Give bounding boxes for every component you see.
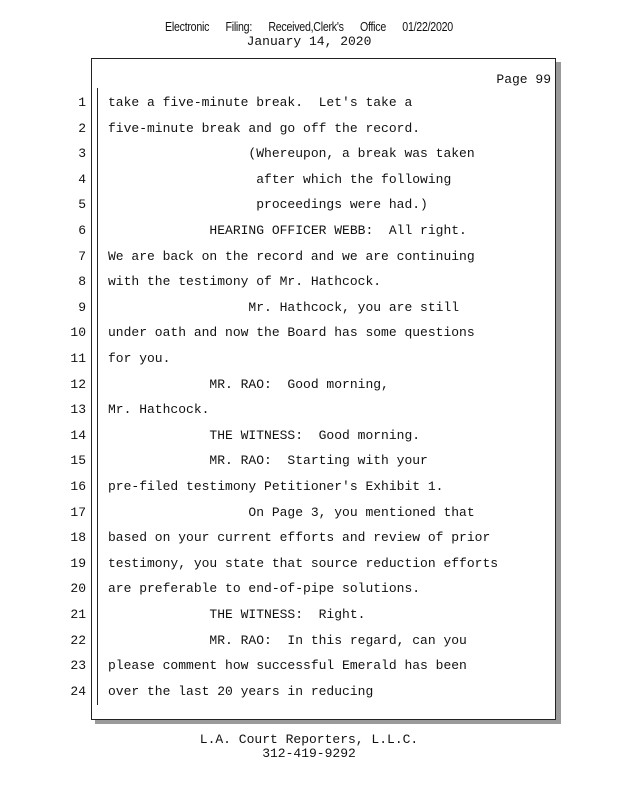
- transcript-line: are preferable to end-of-pipe solutions.: [108, 581, 421, 597]
- filing-stamp: Electronic Filing: Received,Clerk's Offi…: [46, 20, 571, 34]
- transcript-line: THE WITNESS: Right.: [108, 607, 366, 622]
- line-number: 6: [78, 223, 86, 238]
- hearing-date: January 14, 2020: [246, 34, 372, 49]
- transcript-page: Page 99: [91, 58, 556, 720]
- line-number: 21: [70, 607, 86, 622]
- line-number: 22: [70, 632, 86, 648]
- line-number: 5: [78, 197, 86, 213]
- line-number: 16: [70, 479, 86, 494]
- line-number: 2: [78, 120, 86, 136]
- filing-word: Electronic: [165, 20, 210, 34]
- line-number: 12: [70, 376, 86, 392]
- transcript-line: proceedings were had.): [108, 197, 428, 213]
- transcript-line: pre-filed testimony Petitioner's Exhibit…: [108, 479, 444, 494]
- reporter-company: L.A. Court Reporters, L.L.C.: [199, 732, 419, 747]
- transcript-line: Mr. Hathcock, you are still: [108, 299, 460, 315]
- filing-word: Office: [359, 20, 386, 34]
- transcript-line: MR. RAO: Starting with your: [108, 453, 428, 469]
- line-number: 24: [70, 683, 86, 699]
- line-number: 17: [70, 504, 86, 520]
- line-number: 9: [78, 299, 86, 315]
- transcript-line: after which the following: [108, 171, 452, 187]
- line-number: 15: [70, 453, 86, 469]
- transcript-line: under oath and now the Board has some qu…: [108, 325, 475, 341]
- transcript-line: over the last 20 years in reducing: [108, 683, 374, 699]
- transcript-line: for you.: [108, 351, 171, 366]
- line-number: 23: [70, 658, 86, 674]
- page-number: Page 99: [496, 72, 551, 87]
- line-number: 7: [78, 248, 86, 264]
- transcript-line: based on your current efforts and review…: [108, 530, 491, 546]
- line-number: 20: [70, 581, 86, 597]
- line-number: 14: [70, 427, 86, 443]
- transcript-line: (Whereupon, a break was taken: [108, 146, 475, 162]
- transcript-line: MR. RAO: Good morning,: [108, 376, 389, 392]
- transcript-line: please comment how successful Emerald ha…: [108, 658, 467, 674]
- line-number: 10: [70, 325, 86, 341]
- line-number: 18: [70, 530, 86, 546]
- line-number: 11: [70, 351, 86, 366]
- line-number: 13: [70, 402, 86, 418]
- transcript-line: HEARING OFFICER WEBB: All right.: [108, 223, 467, 238]
- line-number: 8: [78, 274, 86, 290]
- reporter-phone: 312-419-9292: [262, 746, 356, 761]
- transcript-line: On Page 3, you mentioned that: [108, 504, 475, 520]
- transcript-line: MR. RAO: In this regard, can you: [108, 632, 467, 648]
- line-number: 19: [70, 555, 86, 571]
- line-number: 1: [78, 95, 86, 110]
- transcript-line: Mr. Hathcock.: [108, 402, 210, 418]
- transcript-line: We are back on the record and we are con…: [108, 248, 475, 264]
- filing-word: Filing:: [225, 20, 253, 34]
- filing-word: Received,Clerk's: [268, 20, 344, 34]
- transcript-line: testimony, you state that source reducti…: [108, 555, 499, 571]
- line-number: 3: [78, 146, 86, 162]
- filing-date: 01/22/2020: [402, 20, 453, 34]
- line-number: 4: [78, 171, 86, 187]
- margin-divider: [97, 88, 98, 705]
- transcript-line: take a five-minute break. Let's take a: [108, 95, 413, 110]
- transcript-line: with the testimony of Mr. Hathcock.: [108, 274, 382, 290]
- transcript-line: THE WITNESS: Good morning.: [108, 427, 421, 443]
- transcript-line: five-minute break and go off the record.: [108, 120, 421, 136]
